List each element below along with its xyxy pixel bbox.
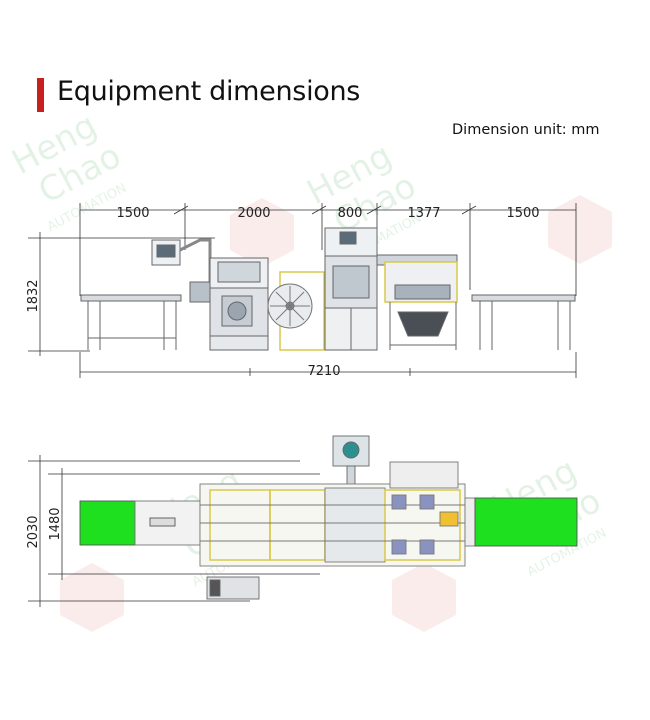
title-accent-bar — [37, 78, 44, 112]
top-dimension-labels: 2030 1480 — [26, 507, 63, 548]
top-view — [28, 435, 578, 607]
dim-height: 1832 — [26, 279, 41, 312]
top-width-dimension-lines — [28, 455, 320, 607]
right-conveyor-front — [471, 294, 576, 350]
top-feeder — [332, 435, 370, 489]
front-top-dimension-lines — [79, 203, 577, 296]
dim-segment-3: 800 — [338, 206, 363, 221]
dim-segment-1: 1500 — [116, 206, 149, 221]
main-cabinet-front — [324, 227, 378, 351]
front-dimension-labels: 1500 2000 800 1377 1500 1832 7210 — [26, 206, 540, 379]
top-side-cabinet — [206, 576, 260, 600]
page-title: Equipment dimensions — [57, 76, 361, 107]
dim-segment-5: 1500 — [506, 206, 539, 221]
left-conveyor-top — [79, 500, 136, 546]
front-height-dimension — [28, 232, 215, 356]
dimension-unit-note: Dimension unit: mm — [452, 122, 600, 138]
right-machine-front — [376, 254, 458, 350]
dim-segment-4: 1377 — [407, 206, 440, 221]
dim-inner-width: 1480 — [48, 507, 63, 540]
right-conveyor-top — [474, 497, 578, 547]
top-machine-body — [199, 461, 466, 567]
front-total-length-dimension — [79, 352, 577, 378]
rotary-wheel — [267, 271, 325, 351]
dim-segment-2: 2000 — [237, 206, 270, 221]
left-conveyor-front — [80, 294, 182, 350]
dim-outer-width: 2030 — [26, 515, 41, 548]
dim-total-length: 7210 — [307, 364, 340, 379]
station-1-front — [189, 257, 269, 351]
front-view — [28, 203, 577, 378]
